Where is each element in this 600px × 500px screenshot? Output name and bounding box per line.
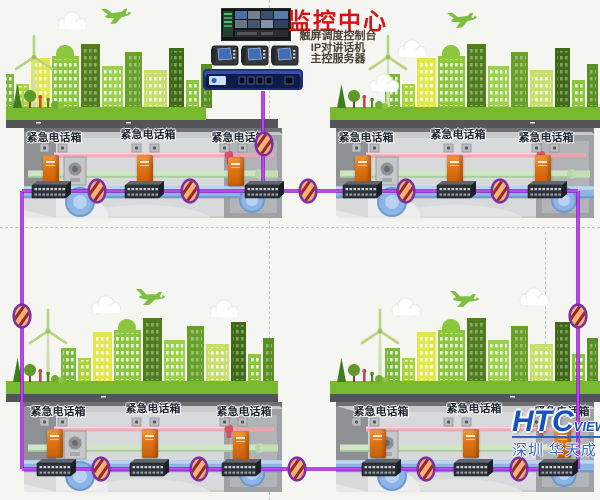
emergency-phone-box (355, 155, 371, 184)
emergency-phone-box (463, 429, 479, 458)
server-label: 主控服务器 (310, 53, 366, 65)
emergency-phone-box (228, 157, 244, 186)
htcview-logo: HTCVIEW 深圳 华天成 (512, 407, 600, 460)
cloud-icon (519, 287, 549, 307)
emergency-phone-box (535, 155, 551, 184)
emergency-phone-box (447, 155, 463, 184)
phone-box-label: 紧急电话箱 (518, 132, 574, 144)
fiber-splice-icon (298, 180, 320, 207)
emergency-phone-box (370, 429, 386, 458)
emergency-phone-box (137, 155, 153, 184)
phone-box-label: 紧急电话箱 (125, 403, 181, 415)
quadrant-divider-horizontal (0, 227, 600, 228)
airplane-icon (136, 289, 165, 305)
cloud-icon (397, 39, 427, 59)
emergency-phone-box (47, 429, 63, 458)
cloud-icon (391, 297, 421, 317)
phone-box-label: 紧急电话箱 (30, 406, 86, 418)
phone-box-label: 紧急电话箱 (211, 132, 267, 144)
airplane-icon (450, 291, 479, 307)
emergency-phone-box (142, 429, 158, 458)
fiber-splice-icon (287, 458, 309, 485)
logo-brand: HTC (512, 405, 574, 438)
airplane-icon (101, 5, 132, 26)
server-icon (203, 69, 303, 90)
phone-box-label: 紧急电话箱 (446, 403, 502, 415)
cloud-icon (91, 295, 121, 315)
phone-box-label: 紧急电话箱 (430, 129, 486, 141)
console-label: 触屏调度控制台 (299, 30, 377, 42)
monitoring-center-labels: 触屏调度控制台 IP对讲话机 主控服务器 (290, 30, 386, 66)
emergency-phone-box (233, 431, 249, 460)
logo-brand-suffix: VIEW (573, 419, 600, 434)
monitoring-center-title: 监控中心 (288, 8, 388, 34)
cloud-icon (209, 299, 239, 319)
phone-box-label: 紧急电话箱 (338, 132, 394, 144)
emergency-phone-box (43, 155, 59, 184)
ip-phone-icons (211, 45, 299, 66)
cloud-icon (57, 11, 87, 31)
airplane-icon (447, 9, 478, 30)
phone-box-label: 紧急电话箱 (216, 406, 272, 418)
ip-phone-label: IP对讲话机 (310, 41, 366, 54)
city-skyline-bottom-right (330, 308, 600, 402)
phone-box-label: 紧急电话箱 (353, 406, 409, 418)
phone-box-label: 紧急电话箱 (120, 129, 176, 141)
cloud-icon (369, 73, 399, 93)
video-wall-icon (221, 8, 291, 41)
phone-box-label: 紧急电话箱 (26, 132, 82, 144)
logo-caption: 深圳 华天成 (512, 443, 597, 459)
